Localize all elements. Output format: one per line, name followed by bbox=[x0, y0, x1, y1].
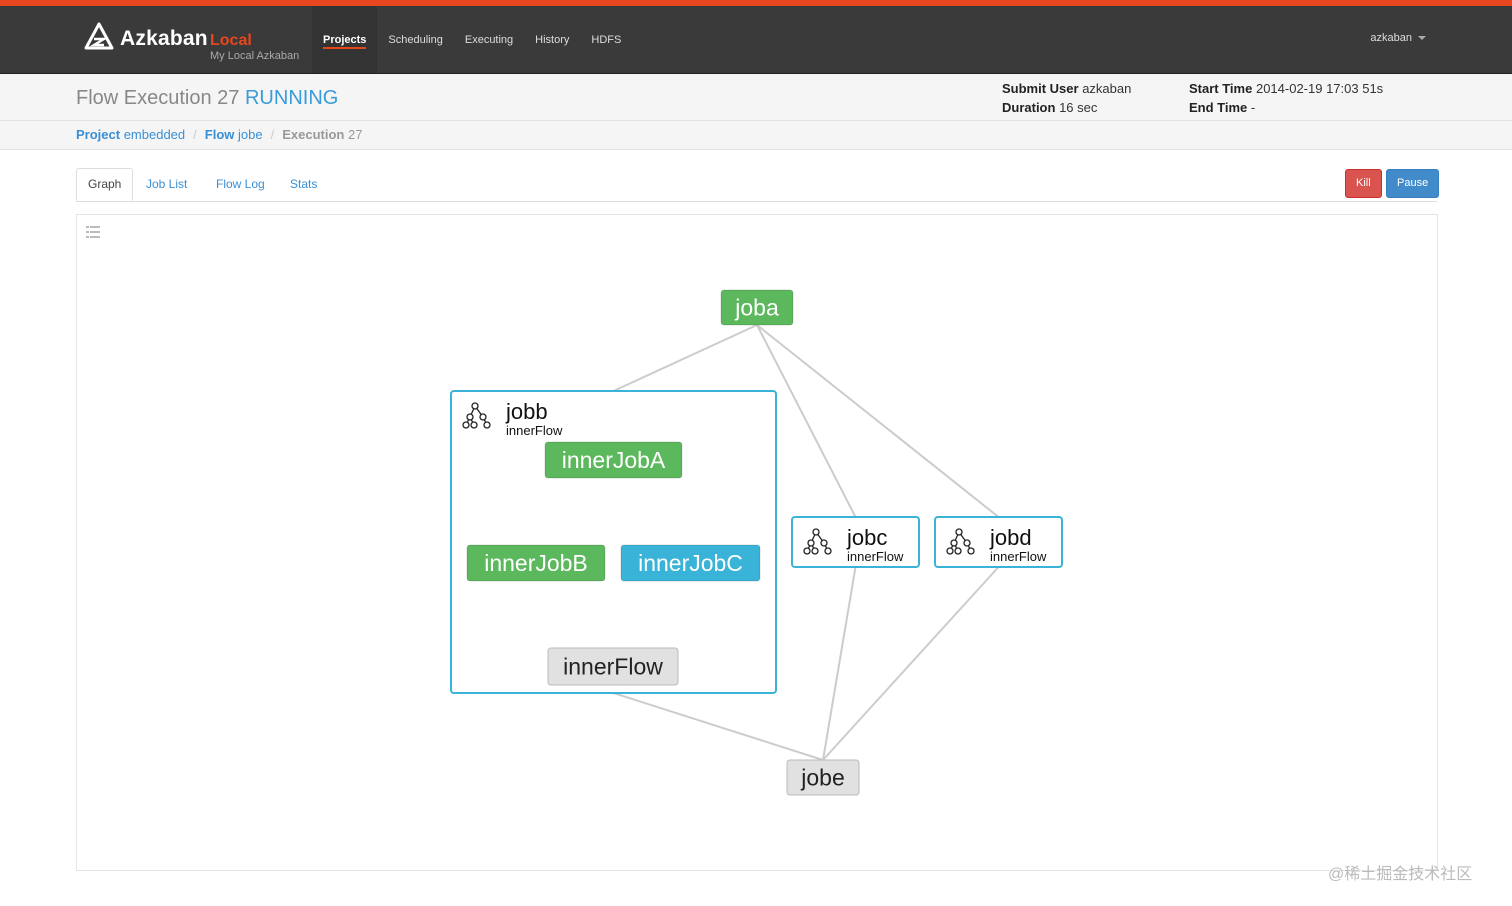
breadcrumb-separator: / bbox=[193, 127, 197, 142]
edge-jobb-jobe bbox=[613, 692, 824, 761]
page-title: Flow Execution 27 RUNNING bbox=[76, 87, 338, 110]
flow-icon bbox=[462, 402, 491, 429]
main-nav: Projects Scheduling Executing History HD… bbox=[312, 6, 632, 73]
node-label: jobe bbox=[800, 765, 844, 791]
execution-header: Flow Execution 27 RUNNING Submit User az… bbox=[0, 74, 1512, 121]
tab-graph[interactable]: Graph bbox=[76, 168, 134, 201]
breadcrumb: Project embedded / Flow jobe / Execution… bbox=[0, 121, 1512, 150]
page-title-text: Flow Execution 27 bbox=[76, 87, 240, 109]
graph-node-innerJobB[interactable]: innerJobB bbox=[466, 544, 606, 582]
user-menu[interactable]: azkaban bbox=[1370, 32, 1426, 44]
job-node-box bbox=[544, 441, 683, 479]
flow-icon bbox=[946, 528, 975, 555]
top-accent-stripe bbox=[0, 0, 1512, 6]
node-label: jobc bbox=[846, 525, 887, 550]
duration-value: 16 sec bbox=[1059, 100, 1098, 115]
tab-flow-log[interactable]: Flow Log bbox=[216, 177, 265, 191]
nav-projects[interactable]: Projects bbox=[312, 6, 378, 73]
brand-subtitle: My Local Azkaban bbox=[210, 50, 300, 62]
end-time-value: - bbox=[1250, 100, 1256, 115]
breadcrumb-separator: / bbox=[270, 127, 275, 142]
caret-down-icon bbox=[1418, 36, 1426, 41]
job-node-box bbox=[720, 289, 794, 326]
nav-hdfs-label: HDFS bbox=[591, 33, 622, 46]
node-label: jobd bbox=[989, 525, 1032, 550]
nav-projects-label: Projects bbox=[323, 33, 367, 46]
edge-joba-jobb bbox=[613, 324, 758, 392]
node-sublabel: innerFlow bbox=[506, 423, 563, 438]
node-label: innerFlow bbox=[563, 654, 663, 680]
end-time-label: End Time bbox=[1189, 100, 1248, 115]
flow-icon bbox=[803, 528, 832, 555]
execution-meta-right: Start Time 2014-02-19 17:03 51s End Time… bbox=[1189, 79, 1383, 117]
edge-jobd-jobe bbox=[822, 566, 1000, 761]
breadcrumb-flow-label: Flow bbox=[204, 127, 235, 142]
execution-tabs: Graph Job List Flow Log Stats bbox=[76, 168, 1437, 202]
breadcrumb-flow[interactable]: Flow jobe bbox=[205, 127, 263, 142]
execution-meta-left: Submit User azkaban Duration 16 sec bbox=[1002, 79, 1131, 117]
flow-node-box bbox=[934, 516, 1063, 568]
flow-node-box bbox=[791, 516, 920, 568]
graph-node-jobe[interactable]: jobe bbox=[786, 759, 860, 796]
flow-node-box bbox=[450, 390, 777, 694]
edge-jobc-jobe bbox=[822, 566, 857, 761]
node-label: jobb bbox=[505, 399, 548, 424]
watermark: @稀土掘金技术社区 bbox=[1328, 866, 1473, 883]
execution-status: RUNNING bbox=[244, 87, 339, 109]
nav-scheduling[interactable]: Scheduling bbox=[377, 6, 453, 73]
job-node-box bbox=[547, 647, 679, 686]
nav-executing-label: Executing bbox=[464, 33, 514, 46]
job-node-box bbox=[620, 544, 761, 582]
tab-stats[interactable]: Stats bbox=[290, 177, 318, 191]
job-node-box bbox=[466, 544, 606, 582]
nav-executing[interactable]: Executing bbox=[454, 6, 524, 73]
graph-node-innerJobC[interactable]: innerJobC bbox=[620, 544, 761, 582]
brand-name: Azkaban bbox=[120, 27, 208, 50]
start-time-value: 2014-02-19 17:03 51s bbox=[1255, 81, 1384, 96]
start-time-label: Start Time bbox=[1189, 81, 1253, 96]
brand[interactable]: Azkaban Local My Local Azkaban bbox=[84, 20, 304, 66]
graph-node-innerJobA[interactable]: innerJobA bbox=[544, 441, 683, 479]
submit-user-label: Submit User bbox=[1002, 81, 1079, 96]
list-icon[interactable] bbox=[86, 226, 100, 238]
node-sublabel: innerFlow bbox=[847, 549, 904, 564]
graph-node-joba[interactable]: joba bbox=[720, 289, 794, 326]
edge-joba-jobd bbox=[756, 324, 1000, 518]
job-node-box bbox=[786, 759, 860, 796]
node-label: joba bbox=[734, 295, 779, 321]
node-label: innerJobB bbox=[484, 550, 588, 576]
nav-history[interactable]: History bbox=[524, 6, 580, 73]
tab-job-list[interactable]: Job List bbox=[146, 177, 188, 191]
azkaban-logo-icon bbox=[84, 22, 114, 50]
graph-node-innerFlow[interactable]: innerFlow bbox=[547, 647, 679, 686]
nav-active-underline bbox=[323, 47, 367, 49]
breadcrumb-execution: Execution 27 bbox=[282, 127, 362, 142]
top-navbar: Azkaban Local My Local Azkaban Projects … bbox=[0, 6, 1512, 74]
brand-environment: Local bbox=[210, 32, 252, 49]
breadcrumb-project[interactable]: Project embedded bbox=[76, 127, 185, 142]
breadcrumb-execution-id: 27 bbox=[347, 127, 363, 142]
breadcrumb-project-name: embedded bbox=[123, 127, 186, 142]
breadcrumb-execution-label: Execution bbox=[282, 127, 345, 142]
breadcrumb-flow-name: jobe bbox=[238, 127, 263, 142]
node-label: innerJobA bbox=[562, 447, 666, 473]
user-name: azkaban bbox=[1370, 32, 1412, 44]
nav-hdfs[interactable]: HDFS bbox=[580, 6, 632, 73]
submit-user-value: azkaban bbox=[1082, 81, 1132, 96]
nav-scheduling-label: Scheduling bbox=[388, 33, 443, 46]
breadcrumb-project-label: Project bbox=[76, 127, 121, 142]
nav-history-label: History bbox=[535, 33, 570, 46]
edge-joba-jobc bbox=[756, 324, 857, 518]
duration-label: Duration bbox=[1002, 100, 1056, 115]
node-sublabel: innerFlow bbox=[990, 549, 1047, 564]
kill-button[interactable]: Kill bbox=[1345, 169, 1382, 198]
pause-button[interactable]: Pause bbox=[1386, 169, 1440, 198]
node-label: innerJobC bbox=[638, 550, 743, 576]
